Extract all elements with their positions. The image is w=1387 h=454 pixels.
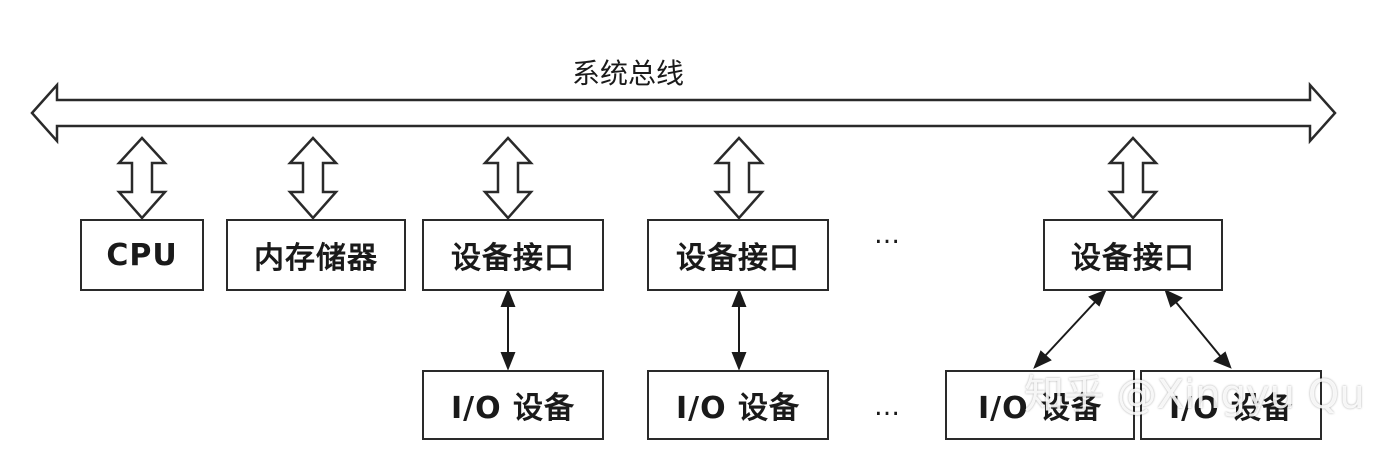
ellipsis-top: … xyxy=(874,220,903,250)
io-device-box-2: I/O 设备 xyxy=(647,370,829,440)
device-interface-box-3: 设备接口 xyxy=(1043,219,1223,291)
io-device-box-1: I/O 设备 xyxy=(422,370,604,440)
connector-interface1-io1 xyxy=(500,288,516,371)
system-bus-label: 系统总线 xyxy=(572,57,685,90)
interface3-bus-arrow xyxy=(1107,136,1159,220)
zhihu-watermark: 知乎 @Xingyu Qu xyxy=(1024,372,1365,418)
memory-bus-arrow xyxy=(287,136,339,220)
connector-interface3-io4 xyxy=(1164,289,1232,369)
io-device-box-3: I/O 设备 xyxy=(945,370,1135,440)
device-interface-box-2: 设备接口 xyxy=(647,219,829,291)
cpu-bus-arrow xyxy=(116,136,168,220)
system-bus-arrow xyxy=(30,81,1337,145)
io-device-box-4: I/O 设备 xyxy=(1140,370,1322,440)
ellipsis-bottom: … xyxy=(874,392,903,422)
connector-interface3-io3 xyxy=(1033,289,1107,369)
interface1-bus-arrow xyxy=(482,136,534,220)
connector-interface2-io2 xyxy=(731,288,747,371)
interface2-bus-arrow xyxy=(713,136,765,220)
cpu-box: CPU xyxy=(80,219,204,291)
device-interface-box-1: 设备接口 xyxy=(422,219,604,291)
memory-box: 内存储器 xyxy=(226,219,406,291)
